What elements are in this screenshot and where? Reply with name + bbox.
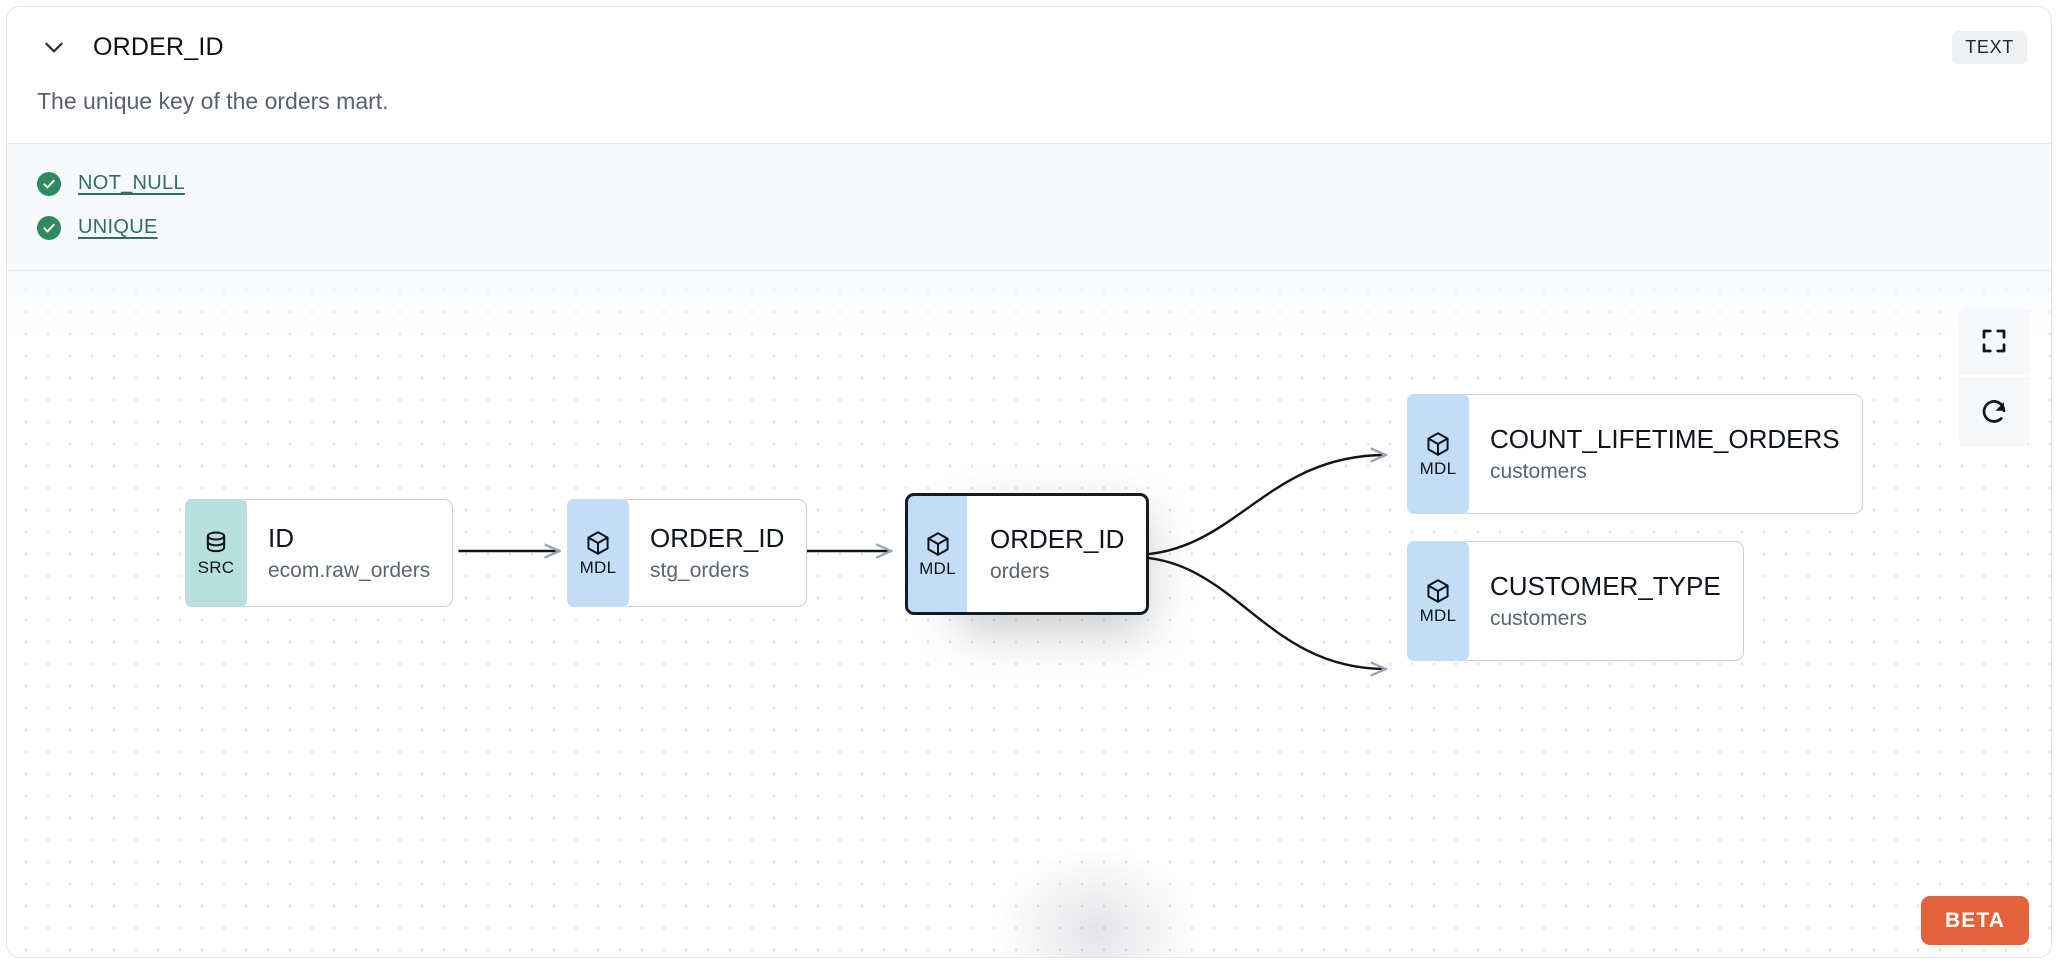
cube-icon xyxy=(1427,432,1449,457)
refresh-icon[interactable] xyxy=(1959,377,2029,447)
node-body: CUSTOMER_TYPE customers xyxy=(1459,540,1744,661)
lineage-node-src-id[interactable]: SRC ID ecom.raw_orders xyxy=(185,498,454,607)
node-kind-badge-mdl: MDL xyxy=(1407,540,1469,661)
node-kind-badge-mdl: MDL xyxy=(1407,393,1469,514)
test-link-not-null[interactable]: NOT_NULL xyxy=(78,172,185,195)
node-column-name: COUNT_LIFETIME_ORDERS xyxy=(1490,423,1840,454)
node-column-name: ID xyxy=(268,522,294,553)
lineage-node-orders-focused[interactable]: MDL ORDER_ID orders xyxy=(905,492,1150,615)
node-kind-label: MDL xyxy=(919,559,956,579)
column-description: The unique key of the orders mart. xyxy=(37,88,389,114)
node-body: ORDER_ID stg_orders xyxy=(619,498,808,607)
column-type-badge: TEXT xyxy=(1952,30,2027,64)
lineage-node-customer-type[interactable]: MDL CUSTOMER_TYPE customers xyxy=(1407,540,1744,661)
node-body: ID ecom.raw_orders xyxy=(237,498,454,607)
database-icon xyxy=(206,531,226,553)
lineage-node-count-lifetime-orders[interactable]: MDL COUNT_LIFETIME_ORDERS customers xyxy=(1407,393,1863,514)
chevron-down-icon[interactable] xyxy=(37,30,71,64)
check-circle-icon xyxy=(37,171,61,196)
node-kind-badge-mdl: MDL xyxy=(905,492,967,615)
node-column-name: ORDER_ID xyxy=(650,522,785,553)
edge-orders-to-count xyxy=(1131,455,1386,557)
lineage-canvas[interactable]: SRC ID ecom.raw_orders MDL xyxy=(7,270,2051,957)
canvas-controls xyxy=(1959,306,2029,447)
test-row: UNIQUE xyxy=(37,206,2021,250)
node-source-name: stg_orders xyxy=(650,558,750,582)
node-column-name: ORDER_ID xyxy=(990,523,1125,554)
node-kind-badge-mdl: MDL xyxy=(567,498,629,607)
node-body: COUNT_LIFETIME_ORDERS customers xyxy=(1459,393,1863,514)
card-header: ORDER_ID TEXT xyxy=(7,7,2051,87)
lineage-node-stg-orders[interactable]: MDL ORDER_ID stg_orders xyxy=(567,498,808,607)
focused-node-glow xyxy=(992,845,1202,957)
cube-icon xyxy=(926,532,949,557)
node-kind-badge-src: SRC xyxy=(185,498,247,607)
node-kind-label: MDL xyxy=(579,558,617,578)
node-kind-label: MDL xyxy=(1419,606,1457,626)
node-column-name: CUSTOMER_TYPE xyxy=(1490,570,1721,601)
node-source-name: customers xyxy=(1490,459,1587,483)
tests-section: NOT_NULL UNIQUE xyxy=(7,142,2051,271)
fullscreen-icon[interactable] xyxy=(1959,307,2029,377)
test-link-unique[interactable]: UNIQUE xyxy=(78,216,158,239)
cube-icon xyxy=(587,531,609,556)
node-kind-label: SRC xyxy=(197,558,235,578)
check-circle-icon xyxy=(37,215,61,240)
node-body: ORDER_ID orders xyxy=(957,492,1150,615)
edge-orders-to-customer-type xyxy=(1131,555,1386,669)
node-source-name: ecom.raw_orders xyxy=(268,558,431,582)
beta-badge[interactable]: BETA xyxy=(1920,895,2029,945)
cube-icon xyxy=(1427,579,1449,604)
column-detail-card: ORDER_ID TEXT The unique key of the orde… xyxy=(6,6,2052,958)
node-source-name: customers xyxy=(1490,606,1587,630)
node-kind-label: MDL xyxy=(1419,459,1457,479)
page-title: ORDER_ID xyxy=(93,32,224,61)
test-row: NOT_NULL xyxy=(37,162,2021,206)
node-source-name: orders xyxy=(990,559,1050,583)
